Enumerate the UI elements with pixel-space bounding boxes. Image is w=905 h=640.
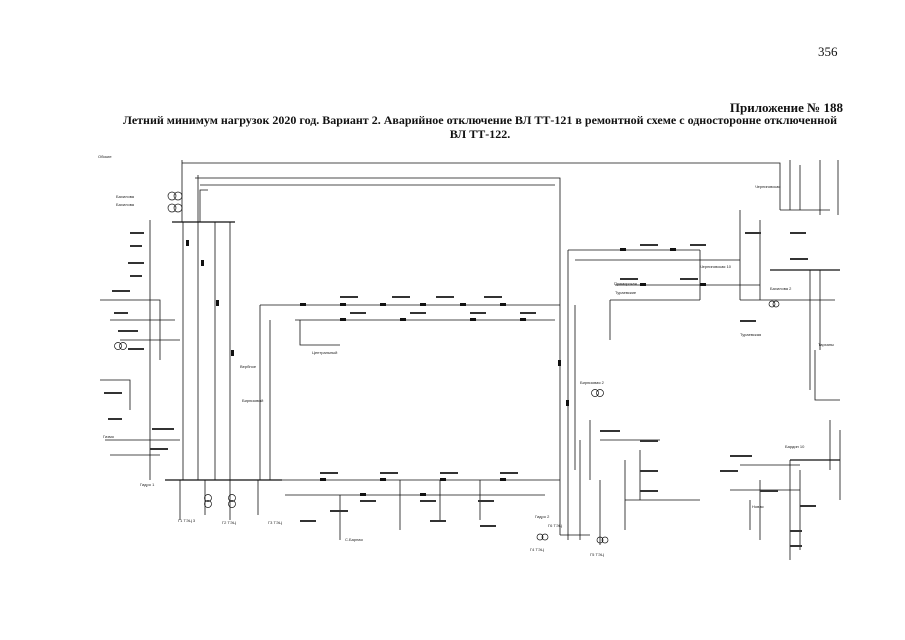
page-number: 356 [818, 44, 838, 59]
station-label: С.Барная [345, 537, 363, 542]
station-label: Г4 ТЭЦ [530, 547, 544, 552]
station-label: Бардин 10 [785, 444, 805, 449]
station-label: Г1 ТЭЦ 3 [178, 518, 196, 523]
station-label: Г3 ТЭЦ [268, 520, 282, 525]
station-label: Тарханы [818, 342, 834, 347]
station-label: Бирюзовый [242, 398, 263, 403]
breaker-marks [186, 240, 706, 496]
station-label: Гидро 2 [535, 514, 550, 519]
station-label: Центральный [312, 350, 337, 355]
station-label: Г5 ТЭЦ [590, 552, 604, 557]
value-annotations [104, 232, 816, 547]
station-label: Г2 ТЭЦ [222, 520, 236, 525]
station-label: Бахилова [116, 194, 135, 199]
station-label: Бахилова [116, 202, 135, 207]
station-label: Черниговская [755, 184, 780, 189]
station-label: Тураевские [615, 290, 637, 295]
station-label: Новая [752, 504, 764, 509]
station-label: Черниговская 10 [700, 264, 732, 269]
station-label: Гизмо [103, 434, 115, 439]
grid-lines [100, 160, 841, 560]
station-label: Обские [98, 154, 112, 159]
station-label: Тураевская [740, 332, 761, 337]
transformer-symbols [114, 191, 780, 544]
station-label: Вербное [240, 364, 257, 369]
station-label: Бахилова 2 [770, 286, 792, 291]
station-label: Приморская [614, 281, 637, 286]
station-labels: Обские Бахилова Бахилова Гизмо Вербное Б… [98, 154, 834, 557]
appendix-title: Приложение № 188 [729, 100, 843, 115]
station-label: Гидро 1 [140, 482, 155, 487]
station-label: Бирюзовая 2 [580, 380, 605, 385]
station-label: Г6 ТЭЦ [548, 523, 562, 528]
diagram-title: Летний минимум нагрузок 2020 год. Вариан… [122, 113, 838, 141]
